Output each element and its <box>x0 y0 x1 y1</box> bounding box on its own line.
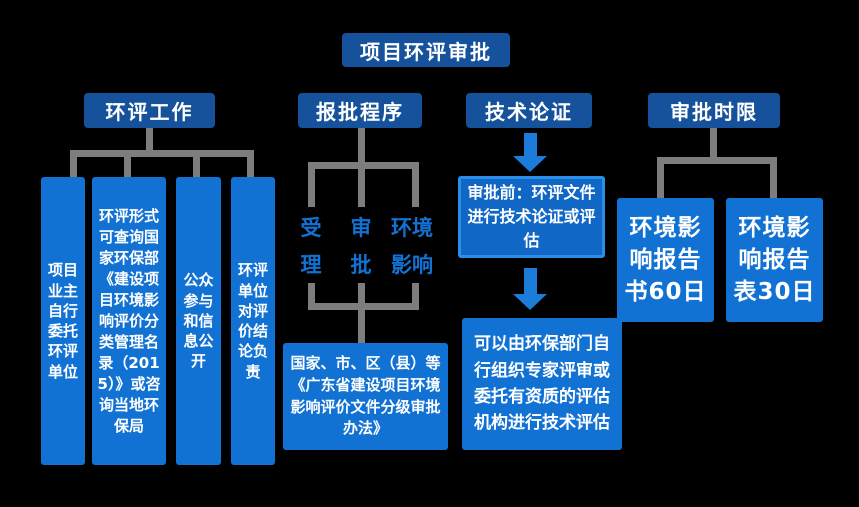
node-public-participation: 公众参与和信息公开 <box>176 177 221 465</box>
connector-procedure-stem <box>358 128 365 162</box>
node-report-book-60-days: 环境影响报告书60日 <box>617 198 714 322</box>
connector-procedure-hbar <box>308 162 419 169</box>
connector-procedure-drop-3 <box>412 169 419 207</box>
branch-label-acceptance: 受理 <box>300 216 322 277</box>
down-arrow-2-head <box>513 294 547 310</box>
section-header-technical-verification: 技术论证 <box>466 93 592 128</box>
node-owner-entrusts-eia-unit: 项目业主自行委托环评单位 <box>41 177 85 465</box>
connector-timelimit-stem <box>710 128 717 157</box>
section-header-approval-procedure: 报批程序 <box>298 93 422 128</box>
connector-procedure-merge-bar <box>308 303 419 310</box>
node-eia-unit-responsible: 环评单位对评价结论负责 <box>231 177 275 465</box>
down-arrow-2-shaft <box>524 268 537 294</box>
connector-timelimit-drop-1 <box>657 164 664 198</box>
connector-work-drop-1 <box>70 157 77 177</box>
section-header-approval-time-limit: 审批时限 <box>648 93 780 128</box>
node-pre-approval-verification: 审批前：环评文件进行技术论证或评估 <box>458 176 605 258</box>
connector-timelimit-drop-2 <box>770 164 777 198</box>
branch-label-approval: 审批 <box>350 216 372 277</box>
connector-work-drop-4 <box>247 157 254 177</box>
connector-procedure-drop-1 <box>308 169 315 207</box>
connector-timelimit-hbar <box>657 157 777 164</box>
connector-work-hbar <box>70 150 254 157</box>
connector-work-drop-2 <box>124 157 131 177</box>
connector-procedure-stub-1 <box>308 283 315 303</box>
node-graded-approval-measures: 国家、市、区（县）等《广东省建设项目环境影响评价文件分级审批办法》 <box>283 343 448 450</box>
connector-work-stem <box>146 128 153 150</box>
node-expert-review-or-assessment: 可以由环保部门自行组织专家评审或委托有资质的评估机构进行技术评估 <box>462 318 622 450</box>
connector-procedure-drop-2 <box>358 169 365 207</box>
down-arrow-1-head <box>513 156 547 172</box>
connector-procedure-stub-3 <box>412 283 419 303</box>
connector-procedure-stub-2 <box>358 283 365 303</box>
node-report-form-30-days: 环境影响报告表30日 <box>726 198 823 322</box>
node-eia-form-catalogue: 环评形式可查询国家环保部《建设项目环境影响评价分类管理名录（2015）》或咨询当… <box>92 177 166 465</box>
branch-label-environmental-impact: 环境影响 <box>391 216 433 277</box>
down-arrow-1-shaft <box>524 133 537 156</box>
section-header-eia-work: 环评工作 <box>84 93 215 128</box>
connector-procedure-lower-stem <box>358 310 365 343</box>
connector-work-drop-3 <box>193 157 200 177</box>
diagram-title: 项目环评审批 <box>342 33 510 67</box>
